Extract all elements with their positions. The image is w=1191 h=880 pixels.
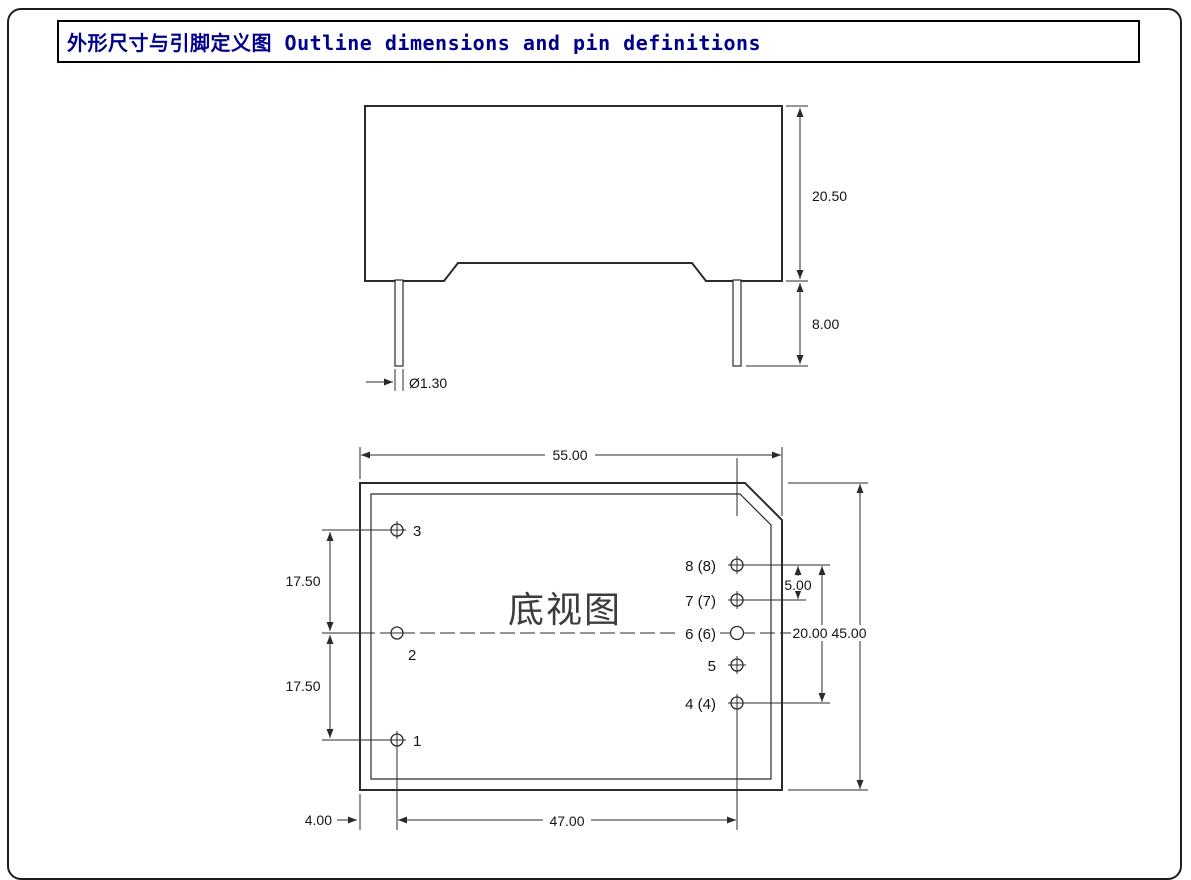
pin-6-hole xyxy=(729,625,745,641)
right-pins: 8 (8) 7 (7) 6 (6) 5 4 (4) xyxy=(678,556,746,713)
dimension-text: 20.50 xyxy=(812,188,847,204)
front-body-outline xyxy=(364,105,783,282)
front-left-pin xyxy=(394,279,404,367)
dim-body-height: 20.50 xyxy=(786,105,847,282)
dimension-text: 20.00 xyxy=(792,625,827,641)
text-mask xyxy=(783,576,813,591)
dim-pin-row-span: 47.00 xyxy=(359,710,738,830)
dim-height: 45.00 xyxy=(788,482,868,791)
text-mask xyxy=(791,625,829,641)
dim-right-pitch-small: 5.00 xyxy=(746,564,830,601)
text-mask xyxy=(678,625,718,641)
dimension-text: Ø1.30 xyxy=(409,375,447,391)
bottom-view: 55.00 底视图 17.50 17.50 3 xyxy=(285,446,868,830)
pin-5-label: 5 xyxy=(708,658,716,675)
dim-pin-length: 8.00 xyxy=(746,283,839,367)
dimension-text: 47.00 xyxy=(549,813,584,829)
dimension-text: 5.00 xyxy=(784,577,811,593)
front-right-pin xyxy=(732,279,742,367)
page: 外形尺寸与引脚定义图 Outline dimensions and pin de… xyxy=(7,8,1182,880)
pin-2-label: 2 xyxy=(408,647,416,664)
dim-edge-offset: 4.00 xyxy=(305,812,357,828)
bottom-body-inner-line xyxy=(370,493,772,780)
text-mask xyxy=(543,811,591,828)
pin-7-label: 7 (7) xyxy=(685,593,716,610)
left-pins: 3 2 1 xyxy=(388,521,421,750)
dim-width: 55.00 xyxy=(359,446,783,516)
view-label: 底视图 xyxy=(508,589,622,630)
text-mask xyxy=(830,625,868,641)
dim-left-pitch: 17.50 17.50 xyxy=(285,529,389,741)
dimension-text: 8.00 xyxy=(812,316,839,332)
dim-right-pin-span: 20.00 xyxy=(746,566,830,704)
pin-3-label: 3 xyxy=(413,523,421,540)
pin-6-label: 6 (6) xyxy=(685,626,716,643)
dim-pin-diameter: Ø1.30 xyxy=(366,369,447,391)
pin-4-label: 4 (4) xyxy=(685,696,716,713)
page-title: 外形尺寸与引脚定义图 Outline dimensions and pin de… xyxy=(67,31,762,55)
dimension-text: 17.50 xyxy=(285,678,320,694)
dimension-text: 4.00 xyxy=(305,812,332,828)
text-mask xyxy=(545,446,595,463)
dimension-text: 17.50 xyxy=(285,573,320,589)
dimension-text: 45.00 xyxy=(831,625,866,641)
title-bar: 外形尺寸与引脚定义图 Outline dimensions and pin de… xyxy=(57,20,1140,63)
front-view: 20.50 8.00 Ø1.30 xyxy=(364,105,847,391)
dimension-text: 55.00 xyxy=(552,447,587,463)
pin-8-label: 8 (8) xyxy=(685,558,716,575)
technical-drawing: 20.50 8.00 Ø1.30 55.00 xyxy=(285,105,868,830)
bottom-body-outline xyxy=(359,482,783,791)
pin-1-label: 1 xyxy=(413,733,421,750)
